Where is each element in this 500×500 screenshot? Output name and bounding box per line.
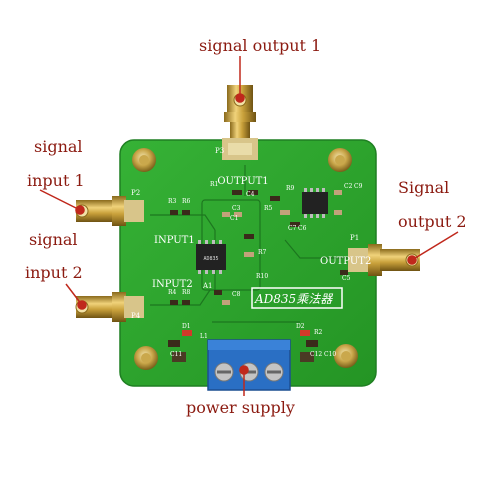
silk-c4: C4 — [246, 191, 255, 198]
callout-signal-input-1-line2: input 1 — [27, 171, 85, 190]
silk-c1: C1 — [230, 215, 238, 222]
silk-r7: R7 — [258, 249, 267, 256]
silk-output2: OUTPUT2 — [320, 256, 371, 267]
smd-components — [168, 190, 348, 362]
silk-d2: D2 — [296, 323, 305, 330]
silk-c6: C6 — [298, 225, 307, 232]
silk-p1: P1 — [350, 234, 359, 242]
mounting-hole-bottom-left — [134, 346, 158, 370]
mounting-hole-top-right — [328, 148, 352, 172]
callout-pointers — [39, 56, 459, 396]
sma-connector-input-1 — [75, 196, 144, 226]
power-terminal-block — [207, 339, 291, 391]
silk-c7: C7 — [288, 225, 297, 232]
terminal-screw-1 — [214, 362, 234, 382]
silk-a1: A1 — [202, 282, 213, 290]
callout-signal-input-2-line1: signal — [29, 230, 78, 249]
silk-r8: R8 — [182, 289, 191, 296]
silk-p3: P3 — [215, 147, 224, 155]
silk-r4: R4 — [168, 289, 177, 296]
silk-r5: R5 — [264, 205, 273, 212]
terminal-screw-2 — [239, 362, 259, 382]
terminal-screw-3 — [264, 362, 284, 382]
silk-r3: R3 — [168, 198, 177, 205]
silk-c12: C12 — [310, 351, 322, 358]
silk-c11: C11 — [170, 351, 182, 358]
silk-r9: R9 — [286, 185, 295, 192]
callout-signal-output-1: signal output 1 — [199, 36, 322, 55]
silk-c3: C3 — [232, 205, 241, 212]
silk-output1: OUTPUT1 — [217, 176, 268, 187]
callout-power-supply: power supply — [186, 398, 295, 417]
silk-c5: C5 — [342, 275, 351, 282]
callout-signal-input-2-line2: input 2 — [25, 263, 83, 282]
mounting-hole-top-left — [132, 148, 156, 172]
mounting-hole-bottom-right — [334, 344, 358, 368]
silk-c8: C8 — [232, 291, 241, 298]
callout-signal-input-1-line1: signal — [34, 137, 83, 156]
pointer-input-1 — [39, 189, 85, 215]
silk-r6: R6 — [182, 198, 191, 205]
silk-c10: C10 — [324, 351, 336, 358]
silk-board-title: AD835乘法器 — [254, 292, 333, 306]
ad835-chip: AD835 — [196, 240, 226, 274]
output-ic — [302, 188, 328, 218]
pointer-input-2 — [65, 283, 87, 310]
silk-r2: R2 — [314, 329, 323, 336]
callout-signal-output-2-line1: Signal — [398, 178, 450, 197]
silk-c9: C9 — [354, 183, 363, 190]
silk-input2: INPUT2 — [152, 279, 193, 290]
board-title-box — [251, 287, 343, 309]
silk-p4: P4 — [131, 312, 141, 320]
silk-input1: INPUT1 — [154, 235, 195, 246]
chip-label: AD835 — [203, 256, 218, 262]
pointer-output-2 — [407, 231, 459, 265]
sma-connector-output-2 — [348, 244, 420, 276]
silk-c2: C2 — [344, 183, 353, 190]
silk-p2: P2 — [131, 189, 140, 197]
callout-signal-output-2-line2: output 2 — [398, 212, 467, 231]
silk-d1: D1 — [182, 323, 191, 330]
silk-l1: L1 — [200, 333, 208, 340]
silk-r10: R10 — [256, 273, 268, 280]
silk-r1: R1 — [210, 181, 218, 188]
